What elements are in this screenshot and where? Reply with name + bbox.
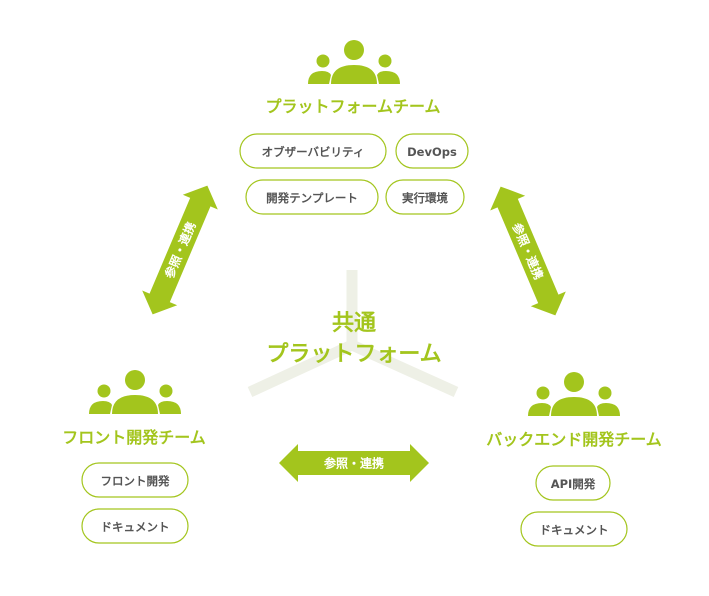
front-team-icon bbox=[89, 370, 181, 414]
platform-tag-devops: DevOps bbox=[395, 133, 469, 169]
center-title-line2: プラットフォーム bbox=[266, 342, 441, 367]
backend-tag-documentation-label: ドキュメント bbox=[540, 523, 609, 537]
bottom-double-arrow: 参照・連携 bbox=[279, 444, 429, 482]
backend-team-icon bbox=[528, 372, 620, 416]
backend-tag-api-dev: API開発 bbox=[535, 465, 611, 501]
platform-tag-runtime: 実行環境 bbox=[385, 179, 465, 215]
backend-tag-documentation: ドキュメント bbox=[520, 511, 628, 547]
center-title-line1: 共通 bbox=[332, 311, 376, 336]
platform-tag-observability-label: オブザーバビリティ bbox=[262, 145, 365, 159]
front-tag-frontend-dev-label: フロント開発 bbox=[101, 474, 170, 488]
right-double-arrow: 参照・連携 bbox=[490, 186, 566, 316]
platform-tag-observability: オブザーバビリティ bbox=[239, 133, 387, 169]
platform-tag-devops-label: DevOps bbox=[407, 145, 457, 159]
backend-tag-api-dev-label: API開発 bbox=[551, 477, 596, 491]
front-tag-frontend-dev: フロント開発 bbox=[81, 462, 189, 498]
left-double-arrow: 参照・連携 bbox=[142, 185, 218, 315]
platform-team-icon bbox=[308, 40, 400, 84]
platform-tag-dev-template: 開発テンプレート bbox=[245, 179, 379, 215]
backend-team-title: バックエンド開発チーム bbox=[486, 430, 662, 449]
front-team-title: フロント開発チーム bbox=[62, 428, 206, 447]
front-tag-documentation-label: ドキュメント bbox=[101, 520, 170, 534]
platform-team-title: プラットフォームチーム bbox=[265, 97, 440, 116]
center-mark bbox=[247, 270, 459, 398]
front-tag-documentation: ドキュメント bbox=[81, 508, 189, 544]
platform-tag-runtime-label: 実行環境 bbox=[402, 191, 448, 205]
platform-tag-dev-template-label: 開発テンプレート bbox=[266, 191, 358, 205]
bottom-arrow-label: 参照・連携 bbox=[324, 456, 384, 471]
